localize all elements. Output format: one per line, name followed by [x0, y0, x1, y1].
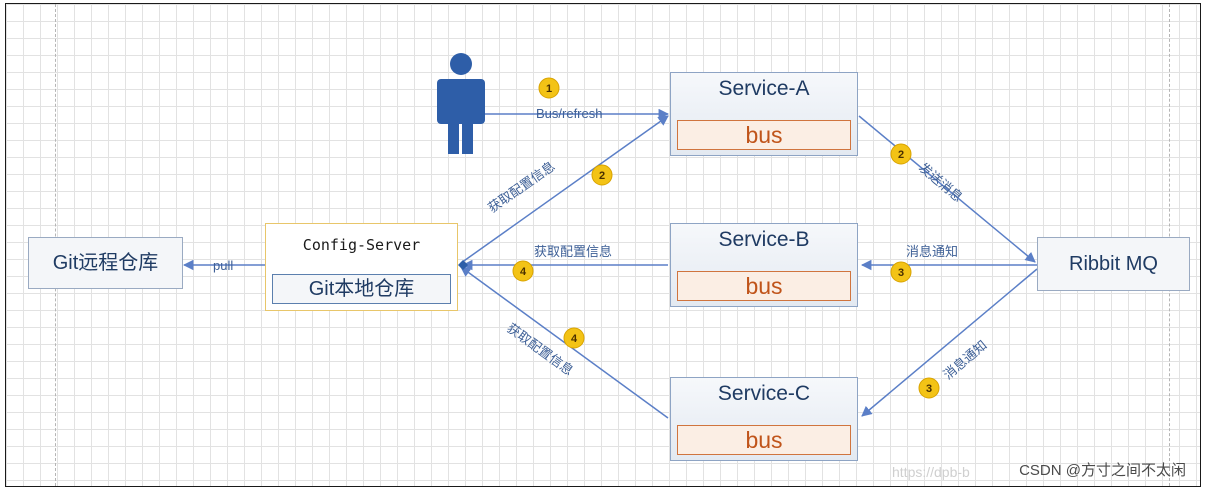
step-badge: 2 [890, 143, 912, 165]
service-b-title: Service-B [718, 228, 810, 251]
config-connector-dot [458, 260, 468, 270]
edge-mq-to-c [861, 268, 1038, 417]
step-badge: 3 [890, 261, 912, 283]
config-server-node[interactable]: Config-Server Git本地仓库 [265, 223, 458, 311]
svg-text:2: 2 [898, 149, 904, 161]
step-badge: 4 [512, 260, 534, 282]
edge-c-fetch [460, 266, 669, 419]
svg-text:1: 1 [546, 83, 552, 95]
git-local-repo: Git本地仓库 [272, 274, 451, 304]
watermark: CSDN @方寸之间不太闲 [1019, 462, 1186, 479]
edge-label-b-fetch: 获取配置信息 [534, 244, 612, 259]
git-remote-node[interactable]: Git远程仓库 [28, 237, 183, 289]
git-remote-label: Git远程仓库 [52, 252, 159, 274]
service-a-title: Service-A [718, 77, 810, 100]
edge-label-refresh: Bus/refresh [536, 106, 602, 121]
service-a-node[interactable]: Service-A bus [670, 72, 858, 156]
edge-a-fetch [460, 115, 669, 264]
diagram-canvas: Bus/refresh 获取配置信息 发送消息 获取配置信息 消息通知 获取配置… [5, 3, 1201, 487]
step-badge: 4 [563, 327, 585, 349]
svg-text:2: 2 [599, 170, 605, 182]
edge-label-a-to-mq: 发送消息 [916, 160, 965, 205]
svg-text:4: 4 [571, 333, 578, 345]
edge-label-mq-to-b: 消息通知 [906, 244, 958, 259]
service-c-bus: bus [677, 425, 851, 455]
edge-label-c-fetch: 获取配置信息 [504, 320, 576, 378]
mq-label: Ribbit MQ [1069, 253, 1158, 275]
service-c-node[interactable]: Service-C bus [670, 377, 858, 461]
person-icon [437, 53, 485, 154]
edge-label-a-fetch: 获取配置信息 [485, 158, 558, 215]
svg-text:3: 3 [898, 267, 904, 279]
service-c-title: Service-C [717, 382, 811, 405]
mq-node[interactable]: Ribbit MQ [1037, 237, 1190, 291]
service-a-bus: bus [677, 120, 851, 150]
config-server-title: Config-Server [302, 236, 421, 254]
edge-a-to-mq [858, 115, 1036, 263]
svg-text:4: 4 [520, 266, 527, 278]
step-badge: 3 [918, 377, 940, 399]
service-b-node[interactable]: Service-B bus [670, 223, 858, 307]
connectors-layer: Bus/refresh 获取配置信息 发送消息 获取配置信息 消息通知 获取配置… [182, 53, 1038, 419]
step-badge: 2 [591, 164, 613, 186]
watermark-url: https://dpb-b [892, 464, 970, 480]
svg-text:3: 3 [926, 383, 932, 395]
service-b-bus: bus [677, 271, 851, 301]
step-badge: 1 [538, 77, 560, 99]
edge-label-pull: pull [213, 258, 233, 273]
